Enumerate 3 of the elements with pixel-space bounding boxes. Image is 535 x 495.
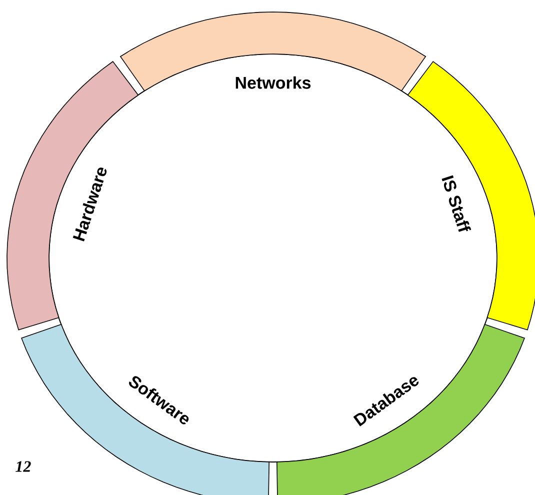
page-number: 12 [16,461,31,472]
segment-label: Networks [236,76,311,89]
segment-label: IS Staff [442,175,472,232]
